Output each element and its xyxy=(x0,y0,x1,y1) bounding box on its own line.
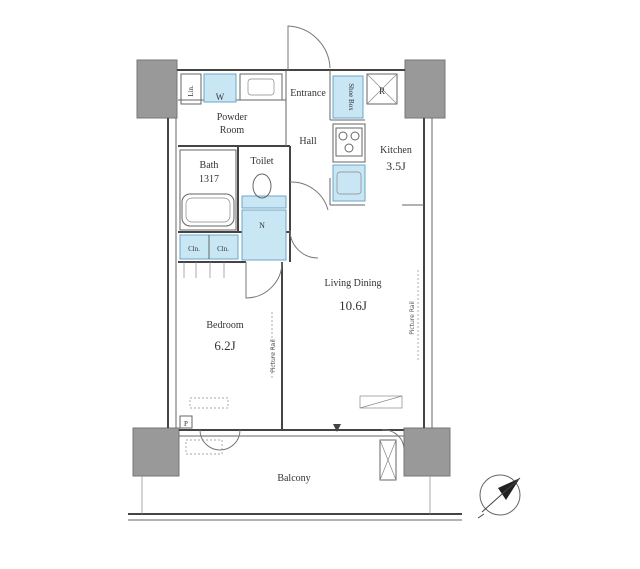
linen-cabinet xyxy=(180,73,202,105)
column-bottom-left xyxy=(132,427,180,477)
bedroom-door xyxy=(245,261,283,299)
niche-label: N xyxy=(259,221,265,230)
stove xyxy=(335,127,363,157)
outdoor-unit xyxy=(185,439,223,455)
living-size-label: 10.6J xyxy=(339,298,367,313)
washer-label: W xyxy=(216,92,225,102)
hall-label: Hall xyxy=(299,136,316,147)
column-bottom-right xyxy=(403,427,451,477)
bath-size-label: 1317 xyxy=(199,174,219,185)
ac-unit-living-diag xyxy=(359,395,403,409)
kitchen-size-label: 3.5J xyxy=(386,159,406,173)
bathtub xyxy=(181,193,235,227)
vanity-basin xyxy=(239,73,283,101)
niche-n xyxy=(241,209,287,261)
bath-area xyxy=(179,149,237,231)
burner-1 xyxy=(338,131,348,141)
washing-machine-pan xyxy=(203,73,237,103)
pipe-space xyxy=(179,415,193,429)
sink xyxy=(332,164,366,202)
bedroom-size-label: 6.2J xyxy=(214,338,235,353)
burner-3 xyxy=(344,143,354,153)
bath-label: Bath xyxy=(200,160,219,171)
living-window-swing xyxy=(381,429,405,451)
entrance-label: Entrance xyxy=(290,88,326,99)
closet-label-2: Cln. xyxy=(217,245,229,253)
bedroom-label: Bedroom xyxy=(206,320,243,331)
entrance-door xyxy=(287,25,331,70)
powder-room-label-line1: Powder xyxy=(217,112,248,123)
pipe-space-label: P xyxy=(184,420,188,428)
column-top-left xyxy=(136,59,178,119)
closet-label-1: Cln. xyxy=(188,245,200,253)
closet-doors xyxy=(183,262,225,278)
shoe-box xyxy=(332,75,364,119)
picture-rail-label-1: Picture Rail xyxy=(270,339,277,373)
sink-bowl xyxy=(336,171,362,195)
ac-unit-living xyxy=(359,395,403,409)
bathtub-inner xyxy=(185,197,231,223)
kitchen-counter xyxy=(332,123,366,163)
linen-label: Lin. xyxy=(187,85,195,97)
powder-room-label-line2: Room xyxy=(220,125,245,136)
toilet-bowl xyxy=(252,173,272,199)
kitchen-label: Kitchen xyxy=(380,145,412,156)
evac-hatch xyxy=(379,439,397,481)
toilet-tank-shelf xyxy=(241,195,287,209)
toilet-door xyxy=(289,229,319,259)
entry-marker-triangle xyxy=(333,424,341,432)
living-label: Living Dining xyxy=(325,278,382,289)
ac-unit-bedroom xyxy=(189,397,229,409)
refrigerator-cross-2 xyxy=(366,73,398,105)
burner-2 xyxy=(350,131,360,141)
bedroom-window-swing xyxy=(199,429,241,451)
compass-north-arrow-icon xyxy=(477,474,521,519)
evac-hatch-diag-2 xyxy=(379,439,397,481)
refrigerator-space xyxy=(366,73,398,105)
shoe-box-label: Shoe Box xyxy=(347,83,355,111)
balcony-label: Balcony xyxy=(277,473,310,484)
toilet-label: Toilet xyxy=(250,156,273,167)
living-door xyxy=(289,181,329,211)
column-top-right xyxy=(404,59,446,119)
picture-rail-label-2: Picture Rail xyxy=(409,301,416,335)
refrigerator-label: R xyxy=(379,86,385,96)
basin-bowl xyxy=(247,78,275,96)
